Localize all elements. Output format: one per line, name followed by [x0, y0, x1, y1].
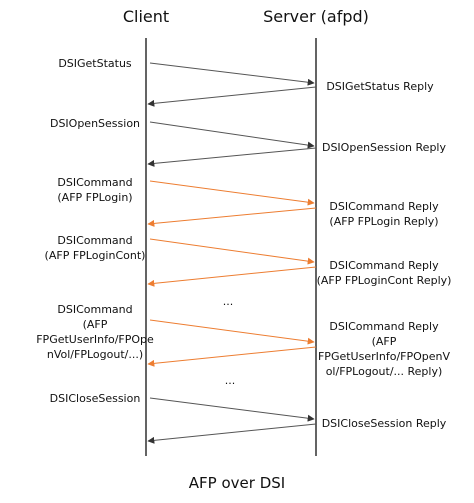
request-label-line: DSICloseSession [50, 392, 141, 405]
reply-arrow-2 [147, 147, 317, 167]
request-label-line: DSIGetStatus [58, 57, 132, 70]
reply-label-6: DSICloseSession Reply [322, 417, 447, 430]
request-arrow-1 [149, 62, 315, 86]
ellipsis-2: ... [225, 374, 236, 387]
reply-arrow-3 [147, 207, 317, 227]
request-arrow-3 [149, 180, 315, 206]
reply-arrow-4 [147, 266, 317, 287]
request-arrow-5 [149, 319, 315, 345]
server-participant-label: Server (afpd) [263, 7, 369, 26]
reply-label-line: (AFP [372, 335, 397, 348]
reply-label-2: DSIOpenSession Reply [322, 141, 446, 154]
request-label-4: DSICommand (AFP FPLoginCont) [45, 234, 146, 262]
reply-label-line: DSICommand Reply [329, 200, 439, 213]
request-arrow-6 [149, 397, 315, 422]
reply-label-4: DSICommand Reply (AFP FPLoginCont Reply) [317, 259, 452, 287]
diagram-title: AFP over DSI [189, 474, 285, 492]
request-arrow-4 [149, 238, 315, 265]
reply-label-line: DSIOpenSession Reply [322, 141, 446, 154]
request-label-line: DSICommand [57, 234, 132, 247]
request-label-5: DSICommand (AFP FPGetUserInfo/FPOpe nVol/FP… [36, 303, 154, 361]
reply-label-line: DSICommand Reply [329, 320, 439, 333]
request-label-line: nVol/FPLogout/...) [47, 348, 143, 361]
request-label-line: FPGetUserInfo/FPOpe [36, 333, 154, 346]
request-label-line: DSIOpenSession [50, 117, 140, 130]
reply-label-1: DSIGetStatus Reply [326, 80, 434, 93]
request-label-line: (AFP [83, 318, 108, 331]
reply-label-line: DSICommand Reply [329, 259, 439, 272]
message-exchange-4: DSICommand (AFP FPLoginCont) DSICommand Re… [45, 234, 452, 287]
request-label-line: (AFP FPLogin) [57, 191, 132, 204]
client-participant-label: Client [123, 7, 169, 26]
request-label-3: DSICommand (AFP FPLogin) [57, 176, 132, 204]
reply-label-line: FPGetUserInfo/FPOpenV [318, 350, 451, 363]
reply-label-line: ol/FPLogout/... Reply) [326, 365, 443, 378]
request-label-line: DSICommand [57, 303, 132, 316]
request-label-6: DSICloseSession [50, 392, 141, 405]
reply-label-5: DSICommand Reply (AFP FPGetUserInfo/FPOpen… [318, 320, 451, 378]
reply-arrow-1 [147, 86, 317, 107]
reply-label-line: DSIGetStatus Reply [326, 80, 434, 93]
request-label-line: DSICommand [57, 176, 132, 189]
message-exchange-3: DSICommand (AFP FPLogin) DSICommand Reply (… [57, 176, 439, 228]
reply-arrow-5 [147, 346, 317, 367]
request-arrow-2 [149, 121, 315, 149]
reply-label-line: (AFP FPLoginCont Reply) [317, 274, 452, 287]
reply-arrow-6 [147, 423, 317, 444]
reply-label-3: DSICommand Reply (AFP FPLogin Reply) [329, 200, 439, 228]
request-label-1: DSIGetStatus [58, 57, 132, 70]
ellipsis-1: ... [223, 295, 234, 308]
reply-label-line: DSICloseSession Reply [322, 417, 447, 430]
request-label-line: (AFP FPLoginCont) [45, 249, 146, 262]
request-label-2: DSIOpenSession [50, 117, 140, 130]
reply-label-line: (AFP FPLogin Reply) [329, 215, 438, 228]
